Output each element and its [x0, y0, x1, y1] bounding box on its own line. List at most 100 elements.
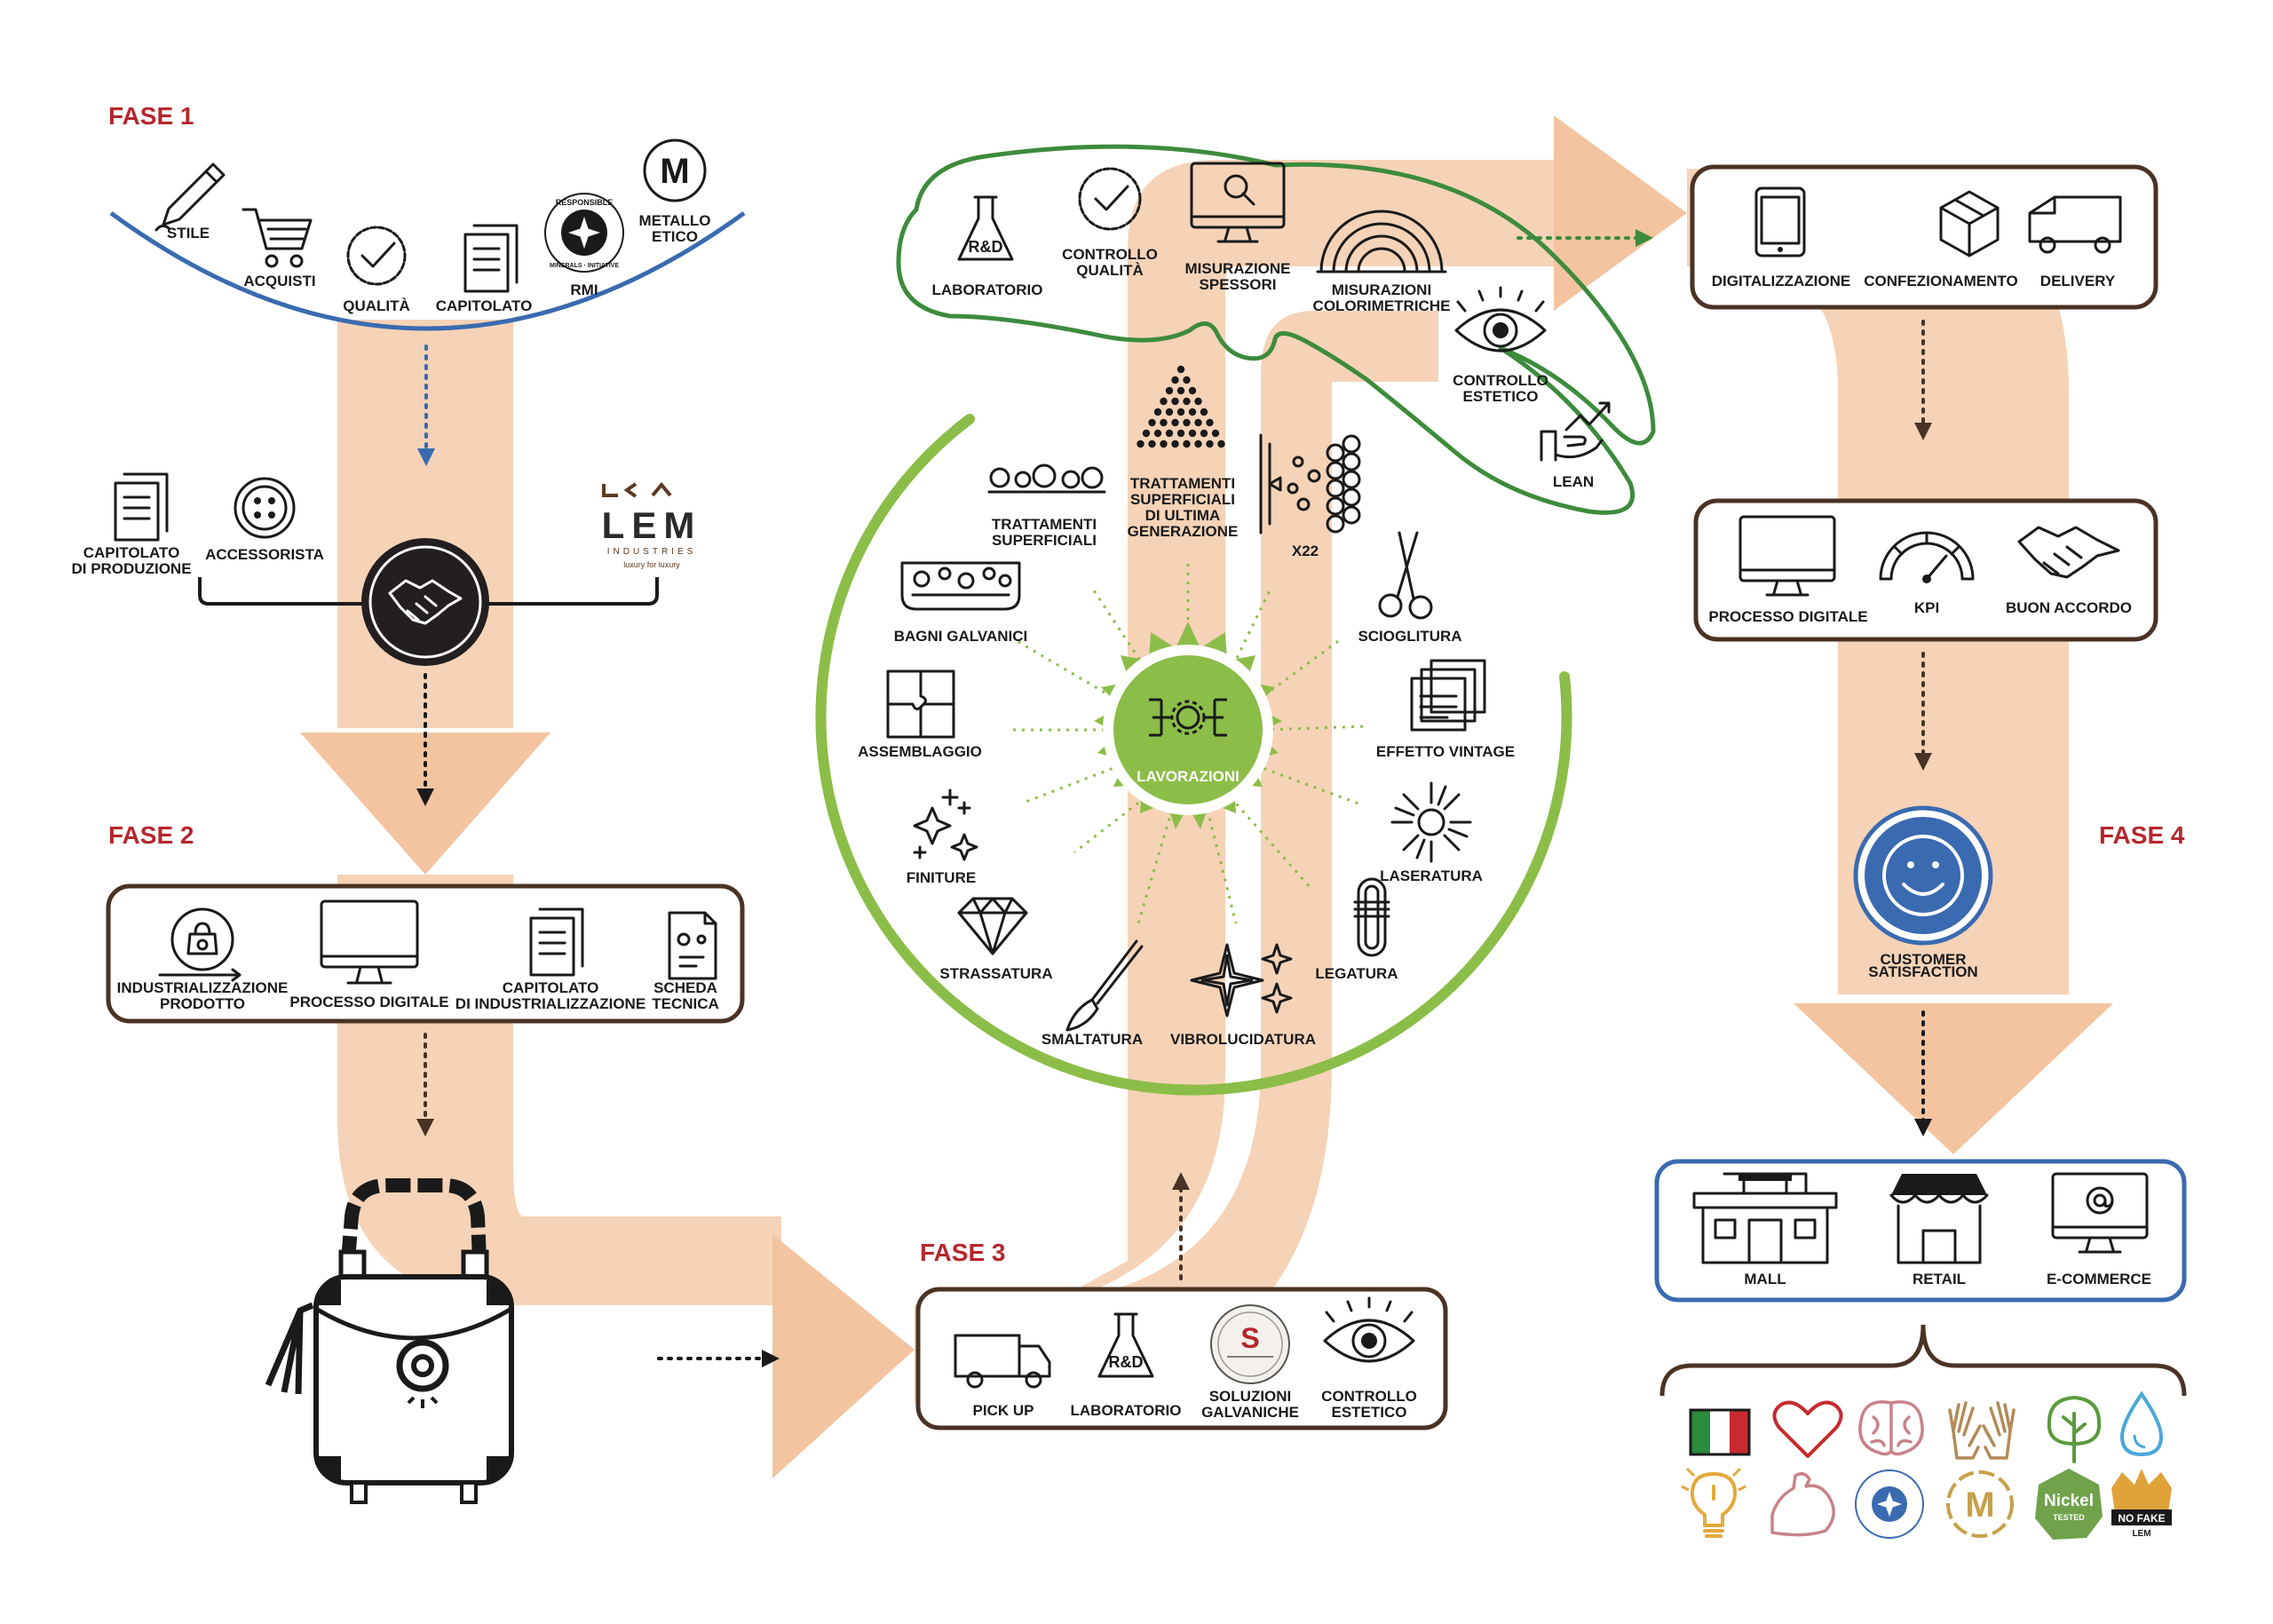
controllo-qualita-label-2: QUALITÀ [1076, 262, 1144, 279]
rd-flask-icon: R&D [957, 195, 1014, 261]
sales-channels-box: MALL RETAIL E-COMMERCE [1654, 1159, 2187, 1303]
delivery-label: DELIVERY [2040, 273, 2116, 289]
soluzioni-label-2: GALVANICHE [1201, 1404, 1299, 1421]
lem-logo-text: LEM [602, 504, 702, 546]
trattamenti-sup-label-1: TRATTAMENTI [992, 516, 1097, 533]
button-accessory-icon [234, 477, 296, 539]
trattamenti-ult-label-3: DI ULTIMA [1145, 507, 1221, 524]
pyramid-dot [1153, 429, 1162, 438]
pyramid-dot [1165, 408, 1174, 416]
customer-label-1: CUSTOMER [1881, 951, 1967, 968]
finiture-label: FINITURE [907, 869, 976, 886]
digital-monitor-icon [1738, 515, 1836, 597]
ethical-metal-icon: M [643, 139, 707, 202]
pyramid-dot [1176, 429, 1185, 438]
buon-accordo-label: BUON ACCORDO [2006, 599, 2132, 616]
pyramid-dot [1176, 365, 1185, 374]
rd-text-fase3: R&D [1109, 1353, 1144, 1371]
strassatura-label: STRASSATURA [939, 965, 1052, 982]
pyramid-dot [1183, 397, 1191, 406]
tablet-icon [1754, 186, 1806, 257]
production-doc-icon [114, 472, 169, 542]
pyramid-dot [1165, 429, 1174, 438]
quality-cloud: R&D LABORATORIO CONTROLLO QUALITÀ MISURA… [896, 144, 1656, 515]
italy-flag-icon [1689, 1408, 1751, 1456]
laser-burst-icon [1390, 781, 1472, 863]
ind-doc-icon [529, 907, 584, 977]
customer-satisfaction: CUSTOMER SATISFACTION [1853, 805, 1993, 1137]
lem-logo-tag: luxury for luxury [623, 560, 680, 569]
trattamenti-ult-label-2: SUPERFICIALI [1130, 491, 1235, 508]
retail-store-icon [1889, 1174, 1989, 1264]
sparkles-icon [913, 788, 978, 861]
pyramid-dot [1148, 418, 1156, 427]
rmi-ring-bottom: MINERALS · INITIATIVE [550, 263, 619, 269]
laboratorio-fase3-label: LABORATORIO [1071, 1402, 1182, 1419]
customer-label-2: SATISFACTION [1868, 963, 1977, 980]
pyramid-dot [1194, 440, 1202, 448]
industrializzazione-label-2: PRODOTTO [160, 995, 245, 1012]
kpi-label: KPI [1914, 599, 1939, 616]
pyramid-dot [1160, 440, 1168, 448]
flow-arrow-right-1 [772, 1234, 915, 1478]
retail-label: RETAIL [1913, 1271, 1966, 1287]
tech-sheet-icon [668, 911, 717, 980]
lean-growth-icon [1540, 401, 1611, 462]
package-icon [1939, 190, 2000, 257]
delivery-truck-icon [2028, 195, 2122, 254]
acquisti-label: ACQUISTI [243, 273, 315, 289]
cart-icon [242, 208, 313, 268]
pyramid-dot [1176, 386, 1185, 395]
metallo-letter: M [660, 152, 689, 191]
phase-3-label: FASE 3 [920, 1239, 1005, 1266]
rmi-label: RMI [570, 281, 598, 298]
pyramid-dot [1171, 397, 1179, 406]
van-icon [954, 1334, 1051, 1389]
laboratorio-cloud-label: LABORATORIO [932, 281, 1043, 298]
hands-icon [1948, 1401, 2016, 1460]
lavorazioni-center-label: LAVORAZIONI [1136, 768, 1239, 785]
pyramid-dot [1188, 408, 1197, 416]
pencil-icon [154, 162, 226, 232]
galvanic-bath-icon [900, 561, 1021, 611]
controllo-estetico-cloud-label-1: CONTROLLO [1453, 372, 1548, 389]
pyramid-dot [1183, 418, 1191, 427]
pyramid-dot [1183, 376, 1191, 384]
dot-pyramid-icon [1136, 365, 1225, 448]
pyramid-dot [1171, 418, 1179, 427]
fase2-box: INDUSTRIALIZZAZIONE PRODOTTO PROCESSO DI… [106, 883, 745, 1137]
puzzle-icon [886, 669, 955, 739]
nickel-text: Nickel [2044, 1492, 2094, 1510]
fase1-arc [109, 210, 746, 331]
industrialization-icon [158, 907, 242, 982]
scissors-icon [1378, 531, 1433, 620]
pyramid-dot [1165, 386, 1174, 395]
pyramid-dot [1206, 440, 1214, 448]
phase-1-label: FASE 1 [108, 102, 194, 130]
flow-arrow-right-2 [1554, 115, 1687, 311]
laseratura-label: LASERATURA [1380, 867, 1483, 884]
trattamenti-ult-label-1: TRATTAMENTI [1130, 475, 1235, 492]
ecommerce-label: E-COMMERCE [2047, 1271, 2151, 1287]
no-fake-text: NO FAKE [2118, 1512, 2165, 1525]
values-brace [1659, 1324, 2187, 1397]
metallo-label-1: METALLO [639, 212, 711, 229]
rd-text-cloud: R&D [969, 238, 1003, 256]
handshake-icon [388, 579, 463, 625]
pick-up-label: PICK UP [973, 1402, 1034, 1419]
value-badges: M Nickel TESTED NO FAKE LEM [1681, 1390, 2172, 1540]
heart-icon [1772, 1400, 1843, 1458]
circuit-gear-icon [1149, 698, 1227, 737]
tree-icon [2047, 1395, 2102, 1463]
pyramid-dot [1200, 408, 1208, 416]
monitor-icon [320, 899, 419, 985]
lab-flask-icon: R&D [1097, 1312, 1154, 1378]
capitolato-ind-label-1: CAPITOLATO [503, 979, 599, 996]
controllo-estetico-cloud-label-2: ESTETICO [1462, 388, 1538, 405]
effetto-vintage-label: EFFETTO VINTAGE [1376, 743, 1515, 760]
trattamenti-ult-label-4: GENERAZIONE [1128, 523, 1239, 540]
capitolato-label: CAPITOLATO [436, 297, 533, 314]
controllo-estetico-fase3-label-1: CONTROLLO [1321, 1388, 1417, 1405]
colorimetriche-label-1: MISURAZIONI [1332, 281, 1431, 298]
